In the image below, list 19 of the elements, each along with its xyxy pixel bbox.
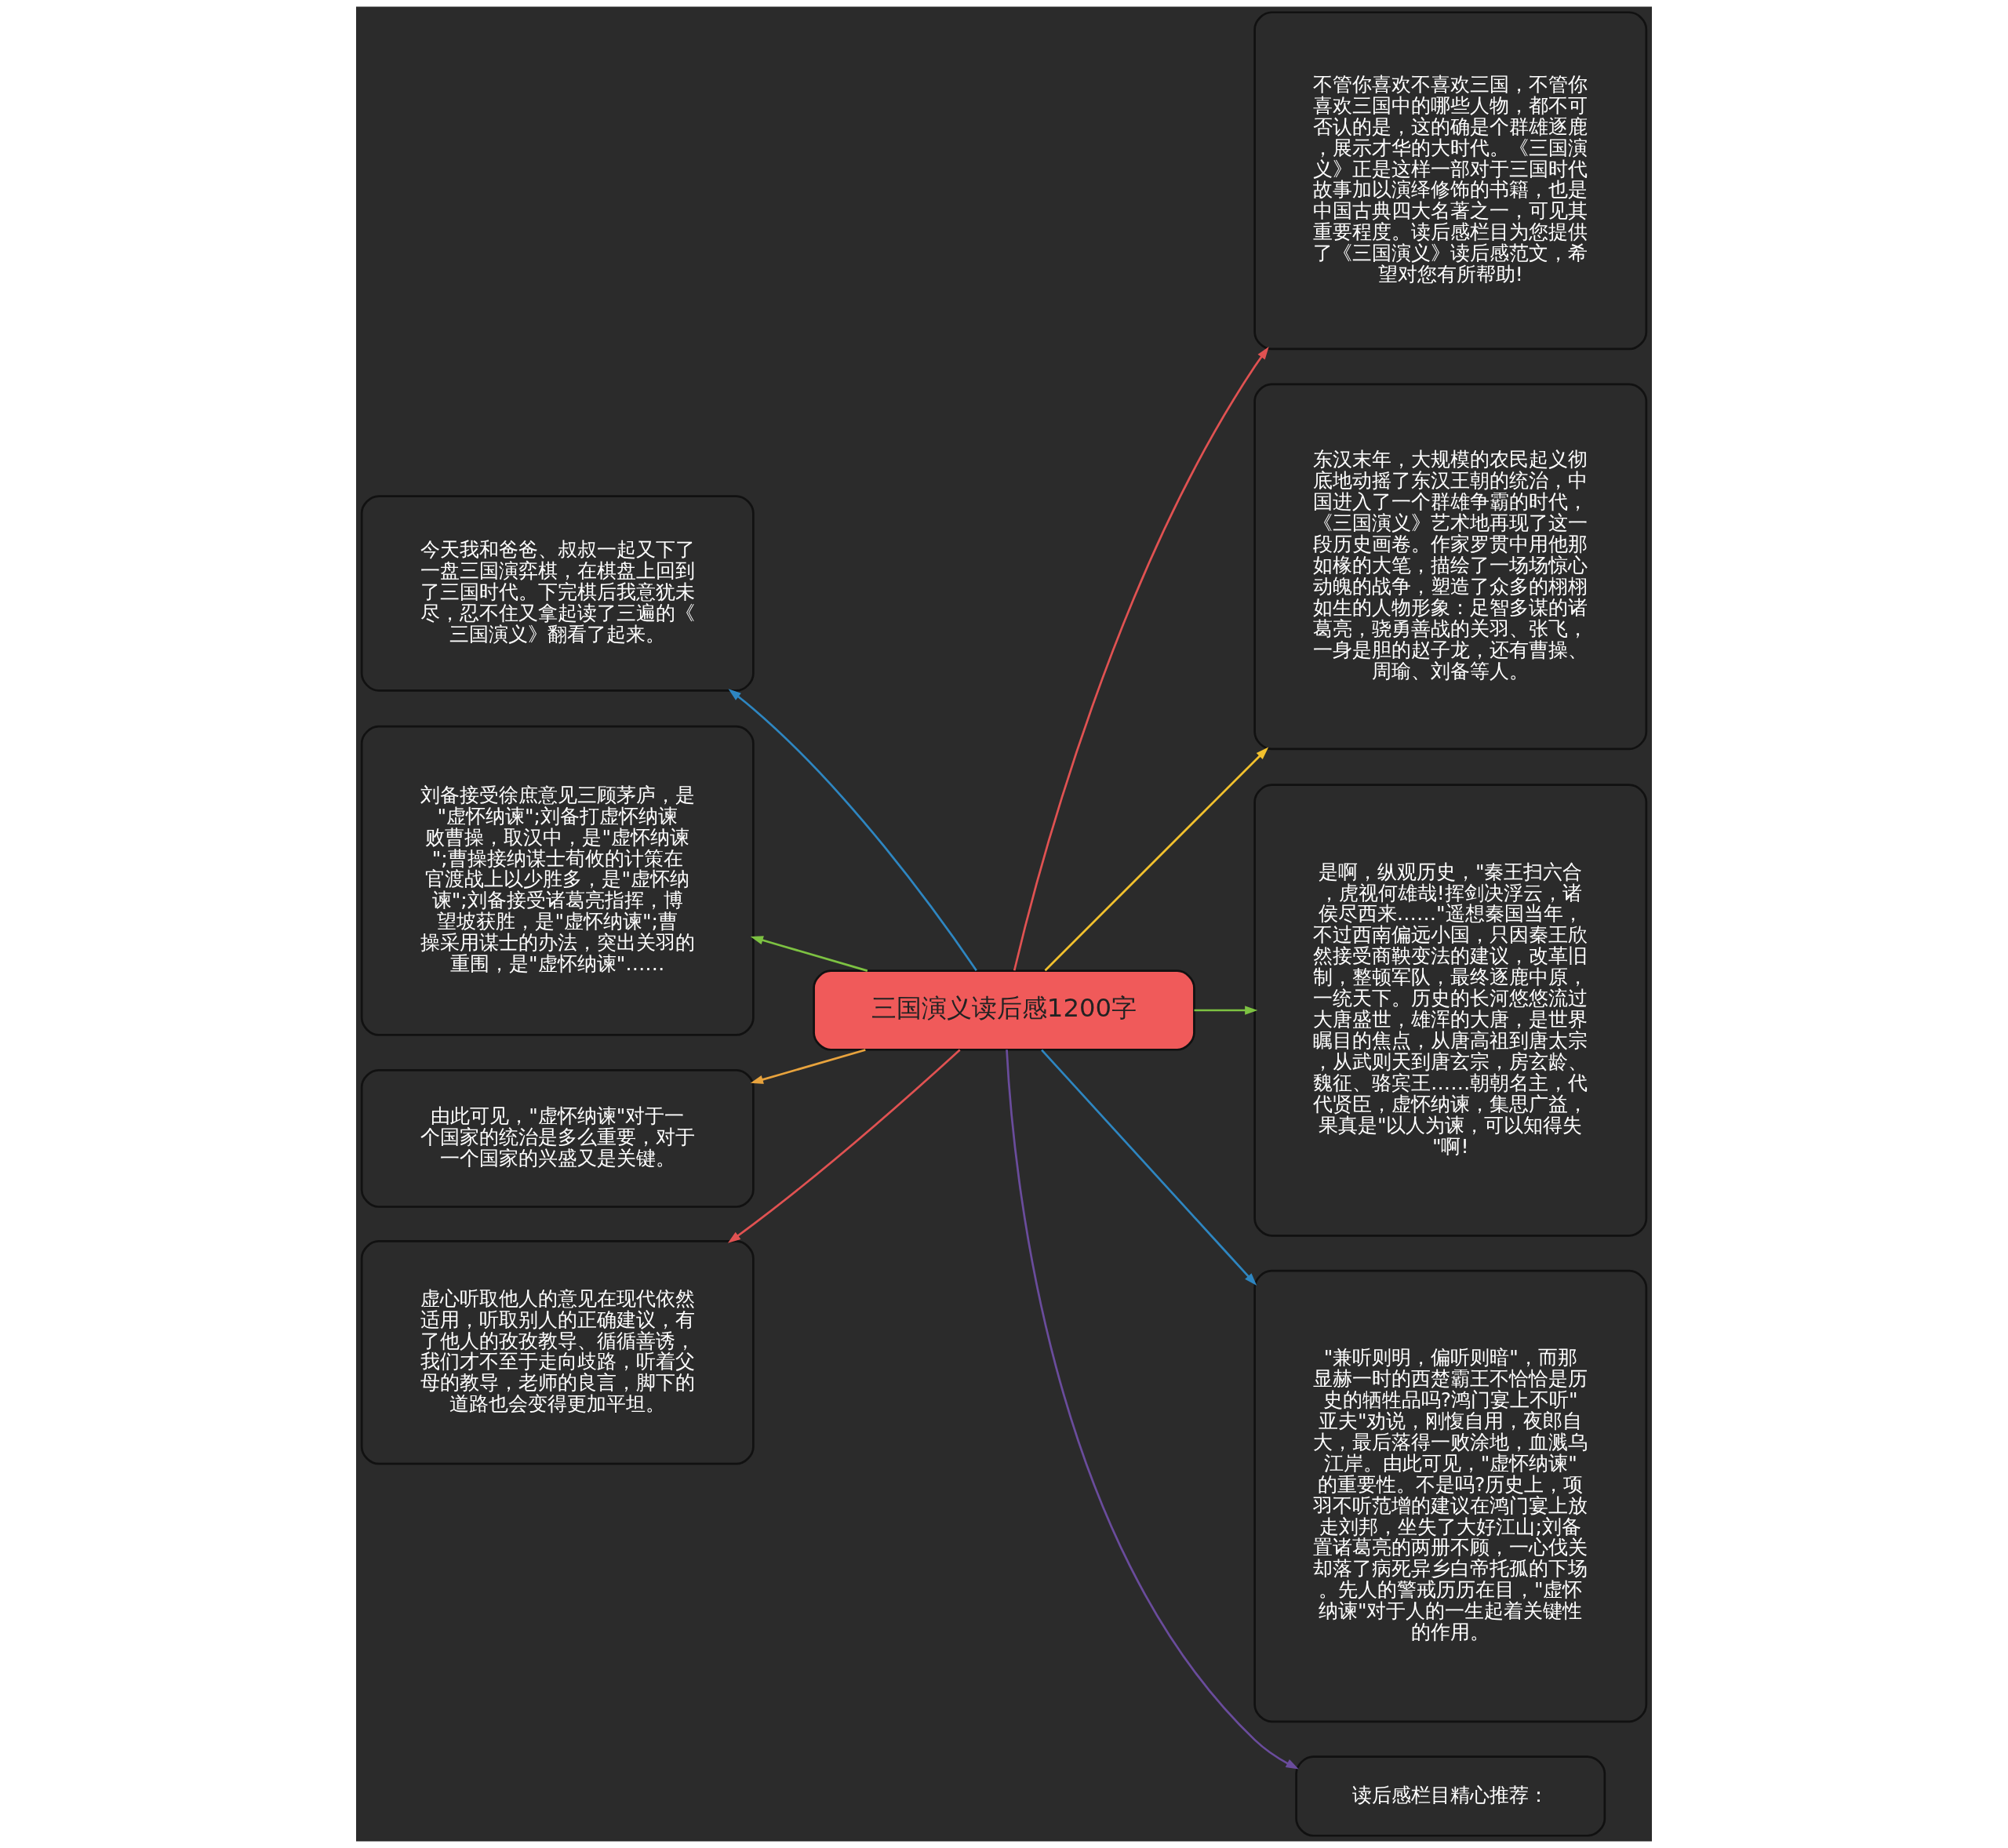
arrow	[727, 1049, 961, 1243]
node-box: 是啊，纵观历史，"秦王扫六合，虎视何雄哉!挥剑决浮云，诸侯尽西来……"遥想秦国当年，不过西南偏远小国，只因秦王欣然接受商鞅变法的建议，改革旧制，整顿军队，最终逐鹿中原，一统天下。历史的长河悠悠流过大唐盛世，雄浑的大唐，是世界瞩目的焦点，从唐高祖到唐太宗，从武则天到唐玄宗，房玄龄、魏征、骆宾王……朝朝名主，代代贤臣，虚怀纳谏，集思广益，果真是"以人为谏，可以知得失"啊!	[1253, 784, 1648, 1237]
arrow	[1194, 1006, 1258, 1015]
arrow	[1044, 747, 1269, 972]
node-box: 东汉末年，大规模的农民起义彻底地动摇了东汉王朝的统治，中国进入了一个群雄争霸的时代，《三国演义》艺术地再现了这一段历史画卷。作家罗贯中用他那如椽的大笔，描绘了一场场惊心动魄的战争，塑造了众多的栩栩如生的人物形象：足智多谋的诸葛亮，骁勇善战的关羽、张飞，一身是胆的赵子龙，还有曹操、周瑜、刘备等人。	[1253, 383, 1648, 751]
node-box: 今天我和爸爸、叔叔一起又下了一盘三国演弈棋，在棋盘上回到了三国时代。下完棋后我意犹未尽，忍不住又拿起读了三遍的《三国演义》翻看了起来。	[360, 495, 755, 692]
arrow	[1006, 1050, 1299, 1770]
arrow	[750, 1049, 866, 1084]
node-box: 由此可见，"虚怀纳谏"对于一个国家的统治是多么重要，对于一个国家的兴盛又是关键。	[360, 1068, 755, 1208]
arrow	[1041, 1049, 1257, 1286]
arrow	[1013, 347, 1269, 971]
node-box: "兼听则明，偏听则暗"，而那显赫一时的西楚霸王不恰恰是历史的牺牲品吗?鸿门宴上不听"亚夫"劝说，刚愎自用，夜郎自大，最后落得一败涂地，血溅乌江岸。由此可见，"虚怀纳谏"的重要性。不是吗?历史上，项羽不听范增的建议在鸿门宴上放走刘邦，坐失了大好江山;刘备置诸葛亮的两册不顾，一心伐关却落了病死异乡白帝托孤的下场。先人的警戒历历在目，"虚怀纳谏"对于人的一生起着关键性的作用。	[1253, 1269, 1648, 1723]
node-box: 虚心听取他人的意见在现代依然适用，听取别人的正确建议，有了他人的孜孜教导、循循善诱，我们才不至于走向歧路，听着父母的教导，老师的良言，脚下的道路也会变得更加平坦。	[360, 1240, 755, 1465]
arrow	[728, 689, 977, 971]
node-box: 刘备接受徐庶意见三顾茅庐，是"虚怀纳谏";刘备打虚怀纳谏败曹操，取汉中，是"虚怀纳谏";曹操接纳谋士荀攸的计策在官渡战上以少胜多，是"虚怀纳谏";刘备接受诸葛亮指挥，博望坡获胜，是"虚怀纳谏";曹操采用谋士的办法，突出关羽的重围，是"虚怀纳谏"……	[360, 725, 755, 1036]
arrow	[750, 936, 868, 972]
node-box: 读后感栏目精心推荐：	[1295, 1755, 1606, 1837]
node-box: 不管你喜欢不喜欢三国，不管你喜欢三国中的哪些人物，都不可否认的是，这的确是个群雄逐鹿，展示才华的大时代。《三国演义》正是这样一部对于三国时代故事加以演绎修饰的书籍，也是中国古典四大名著之一，可见其重要程度。读后感栏目为您提供了《三国演义》读后感范文，希望对您有所帮助!	[1253, 11, 1648, 351]
node-box: 三国演义读后感1200字	[813, 969, 1195, 1051]
